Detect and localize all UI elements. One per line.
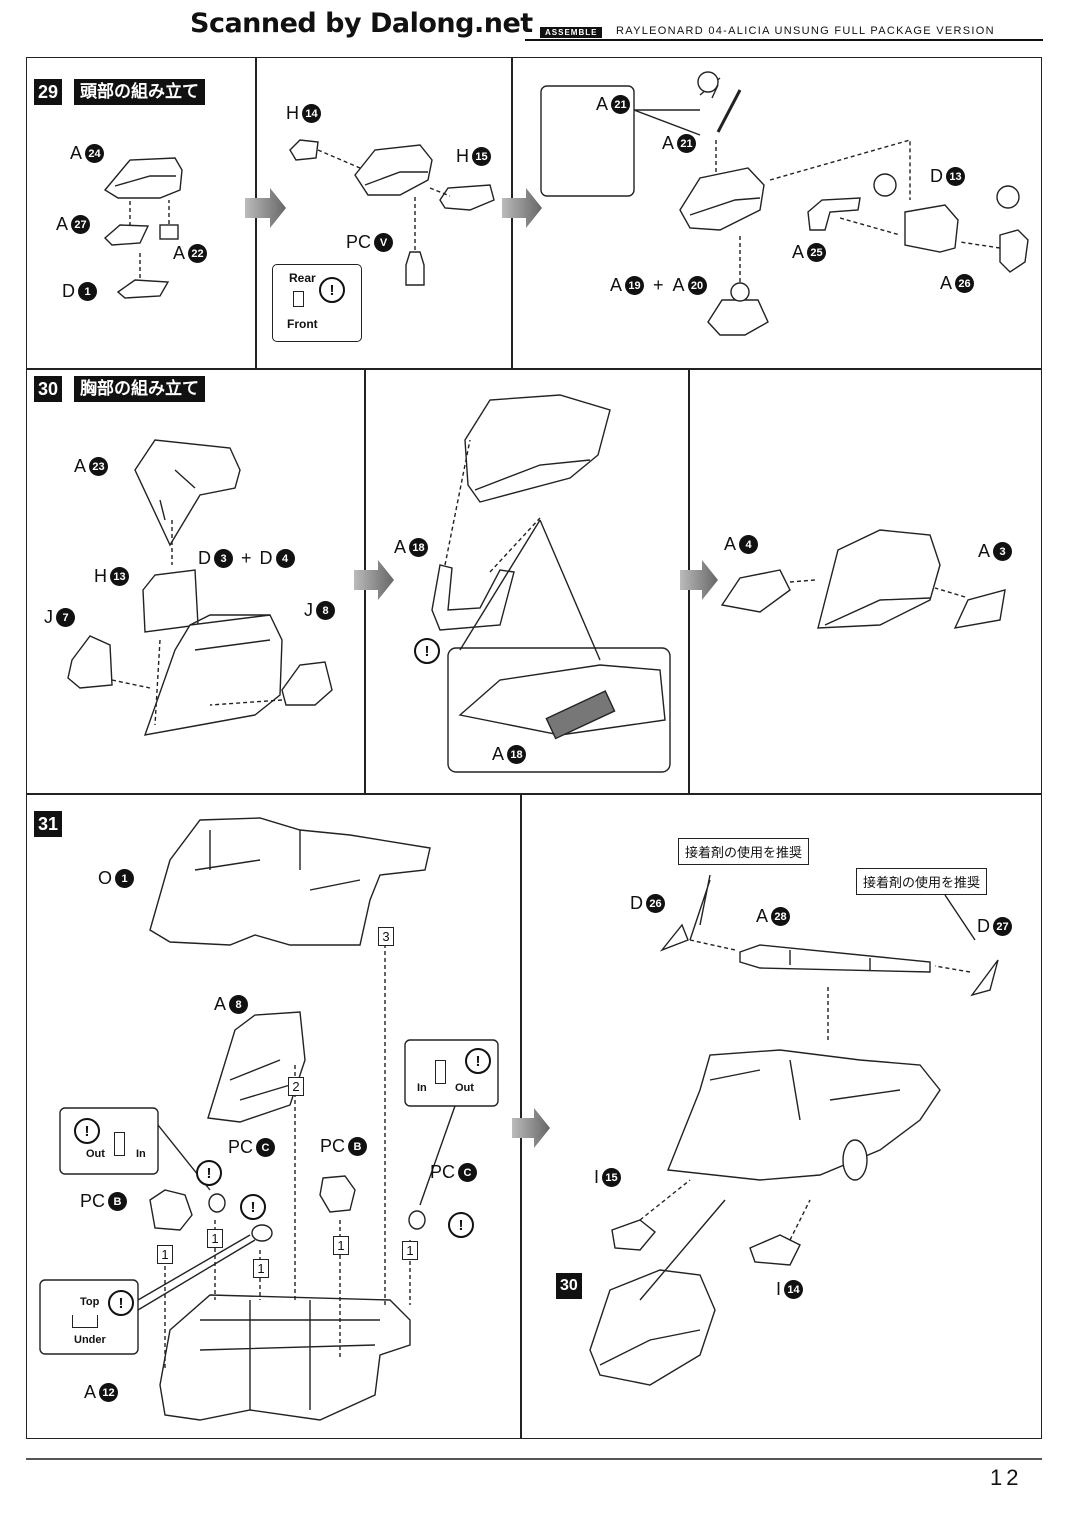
header-rule bbox=[525, 39, 1043, 41]
orientation-marker bbox=[72, 1315, 98, 1328]
under-label: Under bbox=[74, 1334, 106, 1346]
step-29-title: 頭部の組み立て bbox=[74, 79, 205, 105]
out-in-note: ! Out In bbox=[60, 1108, 158, 1174]
ref-step-30: 30 bbox=[556, 1273, 582, 1299]
in-label: In bbox=[136, 1148, 146, 1160]
assemble-badge: ASSEMBLE bbox=[540, 27, 603, 38]
page-frame bbox=[26, 57, 1042, 1439]
front-label: Front bbox=[287, 317, 318, 331]
sequence-1: 1 bbox=[207, 1229, 223, 1248]
orientation-marker bbox=[435, 1060, 446, 1084]
sequence-1: 1 bbox=[402, 1241, 418, 1260]
caution-icon: ! bbox=[414, 638, 440, 664]
step-30-title: 胸部の組み立て bbox=[74, 376, 205, 402]
caution-icon: ! bbox=[240, 1194, 266, 1220]
rear-label: Rear bbox=[289, 271, 316, 285]
out-label: Out bbox=[86, 1148, 105, 1160]
watermark: Scanned by Dalong.net bbox=[190, 8, 533, 39]
step-30-number: 30 bbox=[34, 376, 63, 402]
orientation-marker bbox=[114, 1132, 125, 1156]
step-29-number: 29 bbox=[34, 79, 63, 105]
top-under-note: Top ! Under bbox=[40, 1280, 138, 1354]
glue-recommended-note: 接着剤の使用を推奨 bbox=[678, 838, 810, 865]
caution-icon: ! bbox=[74, 1118, 100, 1144]
in-out-note: ! In Out bbox=[405, 1040, 498, 1106]
divider-31 bbox=[520, 793, 522, 1439]
glue-recommended-note: 接着剤の使用を推奨 bbox=[856, 868, 988, 895]
step-31-number: 31 bbox=[34, 811, 63, 837]
out-label: Out bbox=[455, 1082, 474, 1094]
sequence-2: 2 bbox=[288, 1077, 304, 1096]
caution-icon: ! bbox=[448, 1212, 474, 1238]
divider-step29-30 bbox=[26, 368, 1042, 370]
divider-step30-31 bbox=[26, 793, 1042, 795]
caution-icon: ! bbox=[196, 1160, 222, 1186]
sequence-1: 1 bbox=[253, 1259, 269, 1278]
footer-rule bbox=[26, 1458, 1042, 1460]
caution-icon: ! bbox=[108, 1290, 134, 1316]
caution-icon: ! bbox=[465, 1048, 491, 1074]
sequence-1: 1 bbox=[157, 1245, 173, 1264]
caution-icon: ! bbox=[319, 277, 345, 303]
orientation-marker bbox=[293, 291, 304, 307]
in-label: In bbox=[417, 1082, 427, 1094]
rear-front-note: Rear ! Front bbox=[272, 264, 362, 342]
sequence-1: 1 bbox=[333, 1236, 349, 1255]
top-label: Top bbox=[80, 1296, 100, 1308]
sequence-3: 3 bbox=[378, 927, 394, 946]
manual-title: RAYLEONARD 04-ALICIA UNSUNG FULL PACKAGE… bbox=[616, 25, 995, 37]
page-number: 12 bbox=[990, 1465, 1023, 1490]
